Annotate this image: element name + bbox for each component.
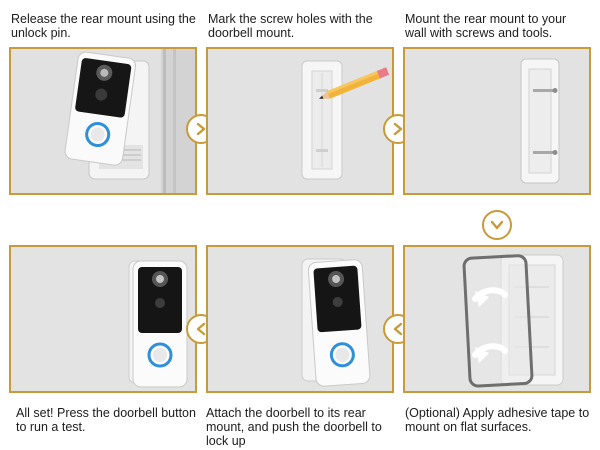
step-4-caption: (Optional) Apply adhesive tape to mount … bbox=[405, 406, 590, 434]
step-4-image bbox=[403, 245, 591, 393]
step-3-image bbox=[403, 47, 591, 195]
step-6-caption: All set! Press the doorbell button to ru… bbox=[16, 406, 196, 434]
step-1-image bbox=[9, 47, 197, 195]
step-2-image bbox=[206, 47, 394, 195]
step-3-caption: Mount the rear mount to your wall with s… bbox=[405, 12, 567, 40]
step-1-caption: Release the rear mount using the unlock … bbox=[11, 12, 196, 40]
step-5-image bbox=[206, 245, 394, 393]
step-6-image bbox=[9, 245, 197, 393]
chevron-down-icon bbox=[482, 210, 512, 240]
step-5-caption: Attach the doorbell to its rear mount, a… bbox=[206, 406, 382, 448]
step-2-caption: Mark the screw holes with the doorbell m… bbox=[208, 12, 373, 40]
